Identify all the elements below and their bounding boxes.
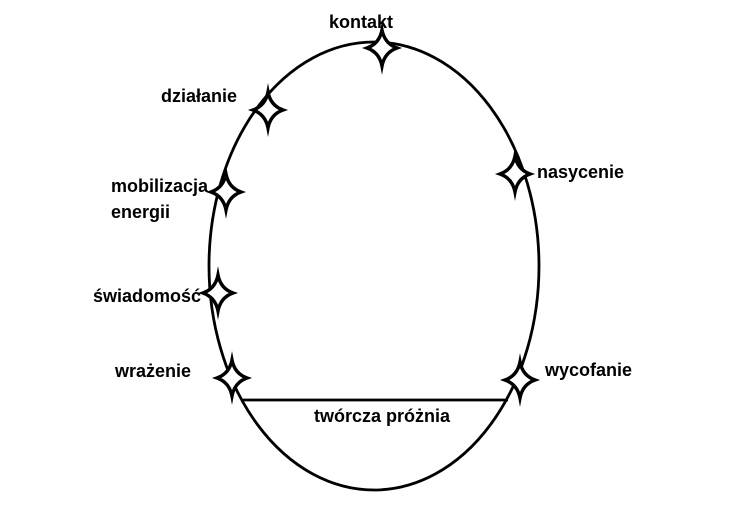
baseline-label-tworcza-proznia: twórcza próżnia <box>313 406 451 426</box>
stage-label-wycofanie: wycofanie <box>545 360 633 380</box>
stage-label-wrazenie: wrażenie <box>115 361 192 381</box>
stage-label-nasycenie: nasycenie <box>537 162 625 182</box>
stage-label-swiadomosc: świadomość <box>93 286 202 306</box>
stage-label-dzialanie: działanie <box>161 86 238 106</box>
stage-label-kontakt: kontakt <box>329 12 394 32</box>
star-marker-dzialanie <box>251 90 285 130</box>
star-marker-wrazenie <box>215 358 249 398</box>
star-marker-swiadomosc <box>201 273 235 313</box>
star-marker-nasycenie <box>498 154 532 194</box>
stage-label-mobilizacja-energii: mobilizacja energii <box>111 176 209 222</box>
star-marker-kontakt <box>365 28 399 68</box>
